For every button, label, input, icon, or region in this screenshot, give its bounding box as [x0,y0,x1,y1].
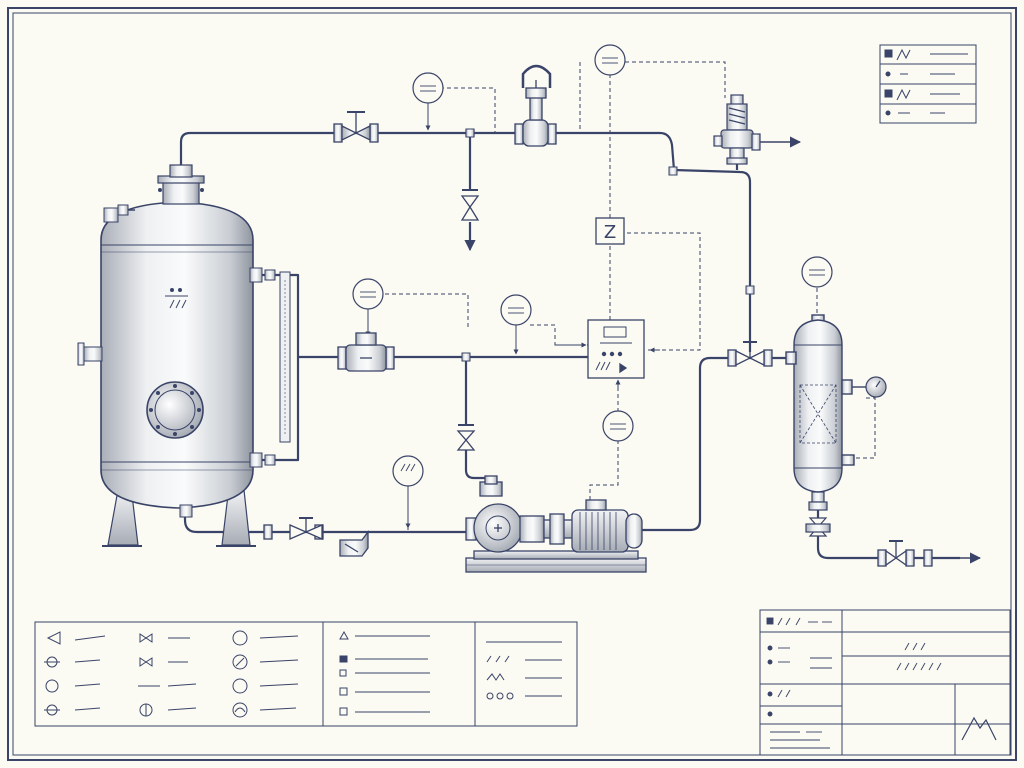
check-valve-icon [339,530,369,557]
legend-column-3 [232,630,299,718]
gate-valve-icon [727,341,773,367]
gate-valve-icon [263,517,324,540]
centrifugal-pump-icon [465,475,575,553]
legend-column-4 [339,630,430,716]
legend-column-5 [486,641,562,700]
controller-symbol: Z [604,222,616,243]
separator-vessel-icon [785,314,866,493]
instrument-bubble [594,44,626,76]
pipe-joints [461,128,755,362]
control-panel [587,319,645,379]
instrument-bubble [801,256,833,288]
instrument-bubble [392,455,424,487]
instrument-bubble [412,72,444,104]
mountain-logo-icon [961,716,997,741]
relief-valve-icon [713,94,761,165]
instrument-bubbles [352,44,833,487]
legend-column-2 [138,633,197,717]
gate-valve-icon [877,540,933,567]
signal-arrowheads [365,103,660,529]
separator-drain-fittings [805,491,831,537]
pump-skid [465,550,647,573]
control-valve-icon [514,64,557,147]
legend-column-1 [44,631,106,716]
vertical-tank-icon [77,164,291,547]
instrument-bubble [500,294,532,326]
mini-legend [879,44,977,124]
instrument-bubble [602,410,634,442]
electric-motor-icon [571,499,643,553]
strainer-valve-icon [337,332,395,372]
symbol-legend [34,621,578,727]
controller-box: Z [595,217,625,245]
instrument-bubble [352,278,384,310]
sheet-border [7,7,1017,761]
gate-valve-icon [456,424,476,451]
gate-valve-icon [333,111,379,143]
title-block [759,609,1011,756]
pressure-gauge-icon [865,376,887,398]
